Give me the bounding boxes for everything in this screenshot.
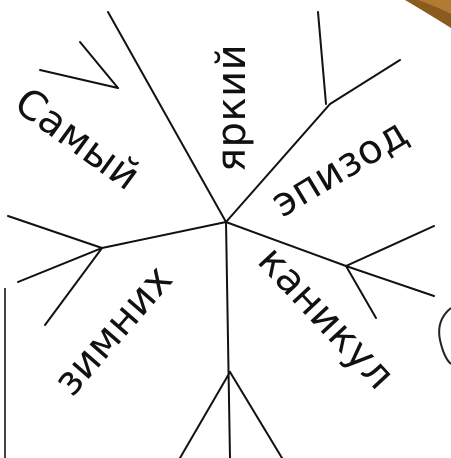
word-kanikul: каникул: [249, 237, 404, 398]
word-epizod: эпизод: [263, 110, 416, 227]
word-samyi: Самый: [6, 79, 148, 200]
word-yarkii: яркий: [209, 44, 255, 172]
word-zimnikh: зимних: [45, 256, 182, 404]
next-shape-edge: [439, 308, 451, 364]
